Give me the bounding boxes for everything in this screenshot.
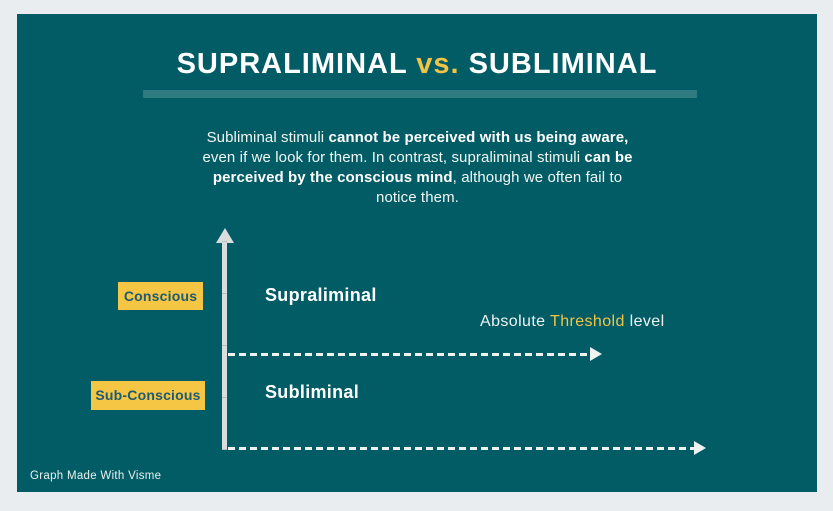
threshold-label-prefix: Absolute [480, 313, 551, 330]
baseline-arrowhead-icon [694, 441, 706, 455]
absolute-threshold-label: Absolute Threshold level [480, 313, 665, 331]
title-underline-bar [143, 90, 697, 98]
supraliminal-zone-label: Supraliminal [265, 285, 377, 305]
threshold-label-accent: Threshold [550, 313, 625, 330]
title-vs: vs. [416, 48, 460, 80]
intro-segment: , although we often fail to notice them. [376, 169, 623, 206]
y-axis-arrowhead-icon [216, 228, 234, 243]
baseline-dashed-line [228, 447, 694, 450]
sub-conscious-tag: Sub-Conscious [91, 381, 205, 410]
title-word-supraliminal: SUPRALIMINAL [176, 48, 408, 80]
page-title: SUPRALIMINAL vs. SUBLIMINAL [17, 48, 817, 81]
subliminal-zone-label: Subliminal [265, 382, 360, 402]
intro-segment: Subliminal stimuli [206, 129, 329, 146]
intro-segment-bold: can be perceived by the conscious mind [212, 149, 633, 186]
y-axis-line [222, 241, 227, 450]
intro-segment: even if we look for them. In contrast, s… [202, 149, 585, 166]
intro-segment-bold: cannot be perceived with us being aware, [328, 129, 629, 146]
threshold-arrowhead-icon [590, 347, 602, 361]
title-word-subliminal: SUBLIMINAL [468, 48, 658, 80]
threshold-label-suffix: level [624, 313, 665, 330]
conscious-tag: Conscious [118, 282, 203, 310]
intro-paragraph: Subliminal stimuli cannot be perceived w… [194, 128, 641, 208]
threshold-dashed-line [228, 353, 590, 356]
visme-credit: Graph Made With Visme [30, 470, 162, 482]
baseline-dashed-arrow [228, 441, 706, 455]
infographic-panel: SUPRALIMINAL vs. SUBLIMINAL Subliminal s… [17, 14, 817, 492]
threshold-dashed-arrow [228, 347, 602, 361]
